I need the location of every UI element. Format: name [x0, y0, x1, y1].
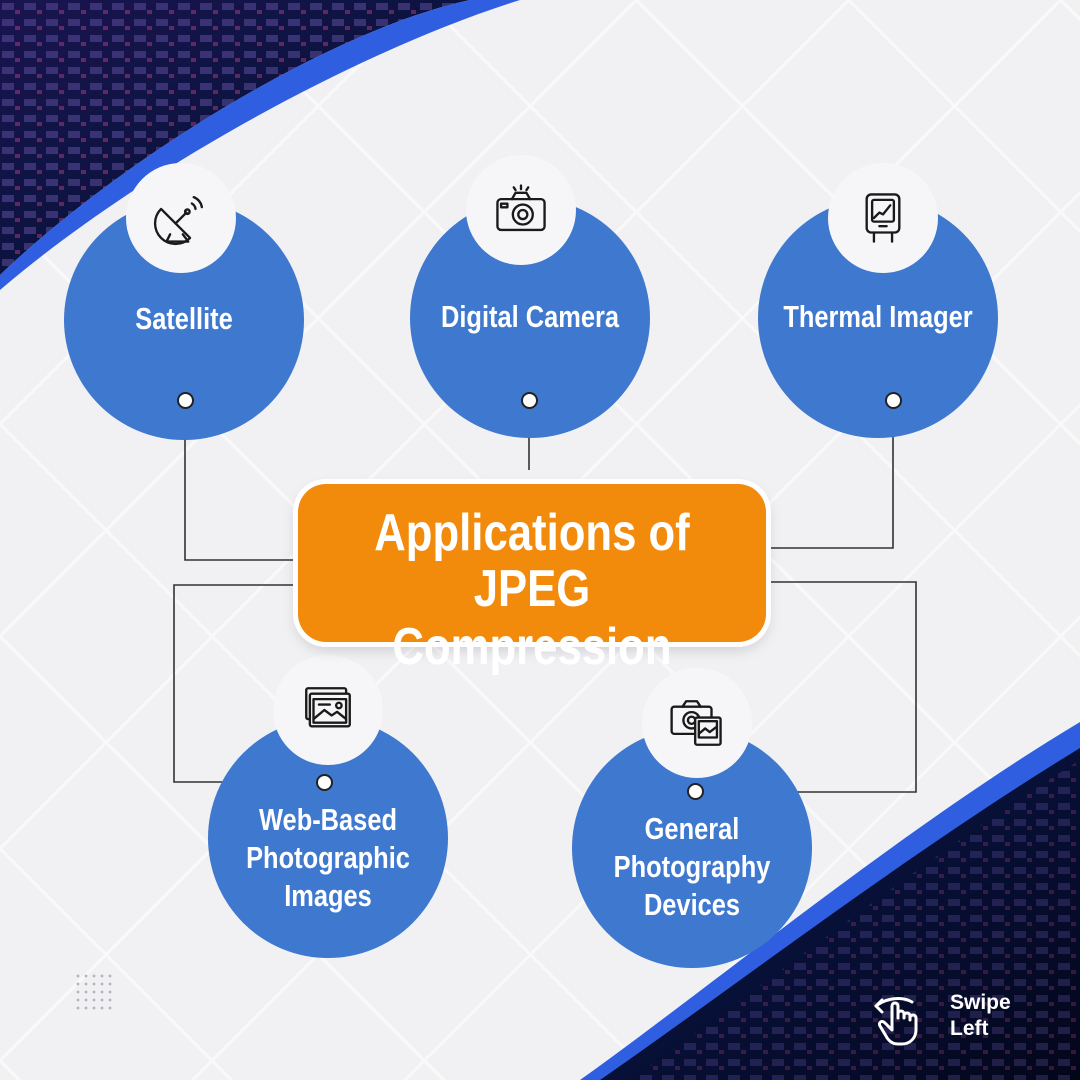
swipe-label-2: Left [950, 1017, 989, 1040]
connector-dot [885, 392, 902, 409]
node-label: Photographic [246, 840, 410, 875]
node-label: Images [284, 878, 372, 913]
node-label: Thermal Imager [783, 299, 973, 334]
bottom-right-blue-edge [580, 722, 1080, 1080]
connector-dot [521, 392, 538, 409]
swipe-hand-icon [874, 997, 918, 1046]
camera-photo-icon [642, 668, 752, 778]
photo-gallery-icon [273, 655, 383, 765]
node-label: Web-Based [259, 802, 397, 837]
title-line-2: JPEG Compression [392, 560, 672, 676]
connector-dot [687, 783, 704, 800]
node-label: General [644, 811, 740, 846]
connector-lines [173, 409, 917, 793]
title-line-1: Applications of [374, 504, 690, 562]
swipe-left-hint: Swipe Left [872, 988, 1032, 1048]
connector-dot [177, 392, 194, 409]
thermal-imager-icon [828, 163, 938, 273]
node-label: Digital Camera [440, 299, 619, 334]
satellite-dish-icon [126, 163, 236, 273]
center-title-box: Applications of JPEG Compression [298, 484, 766, 676]
node-label: Satellite [135, 301, 233, 336]
node-label: Photography [613, 849, 771, 884]
swipe-label-1: Swipe [950, 991, 1011, 1014]
decorative-dot-grid [74, 972, 114, 1012]
node-label: Devices [643, 887, 741, 922]
connector-dot [316, 774, 333, 791]
camera-icon [466, 155, 576, 265]
